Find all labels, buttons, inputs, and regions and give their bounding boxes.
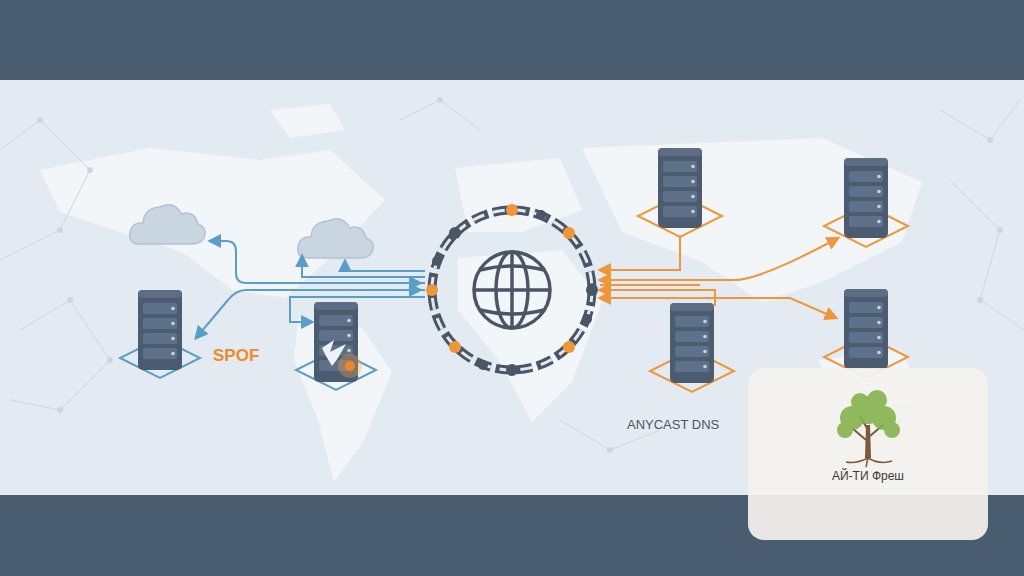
failure-label: SPOF [213,346,259,366]
service-label: ANYCAST DNS [627,417,719,432]
failure-dot [345,361,355,371]
tree-logo [837,390,900,467]
left-servers [120,290,376,390]
right-servers [638,148,908,392]
network-mesh [0,100,1024,450]
network-dots [37,97,1003,453]
top-bar [0,0,1024,80]
watermark-panel [748,368,988,540]
left-clouds [130,205,373,258]
watermark: АЙ-ТИ Фреш [748,469,988,483]
globe-icon [474,252,550,328]
chain-ring [426,204,598,376]
blue-links [196,241,425,338]
failure-glow [338,354,362,378]
orange-links [600,236,838,318]
